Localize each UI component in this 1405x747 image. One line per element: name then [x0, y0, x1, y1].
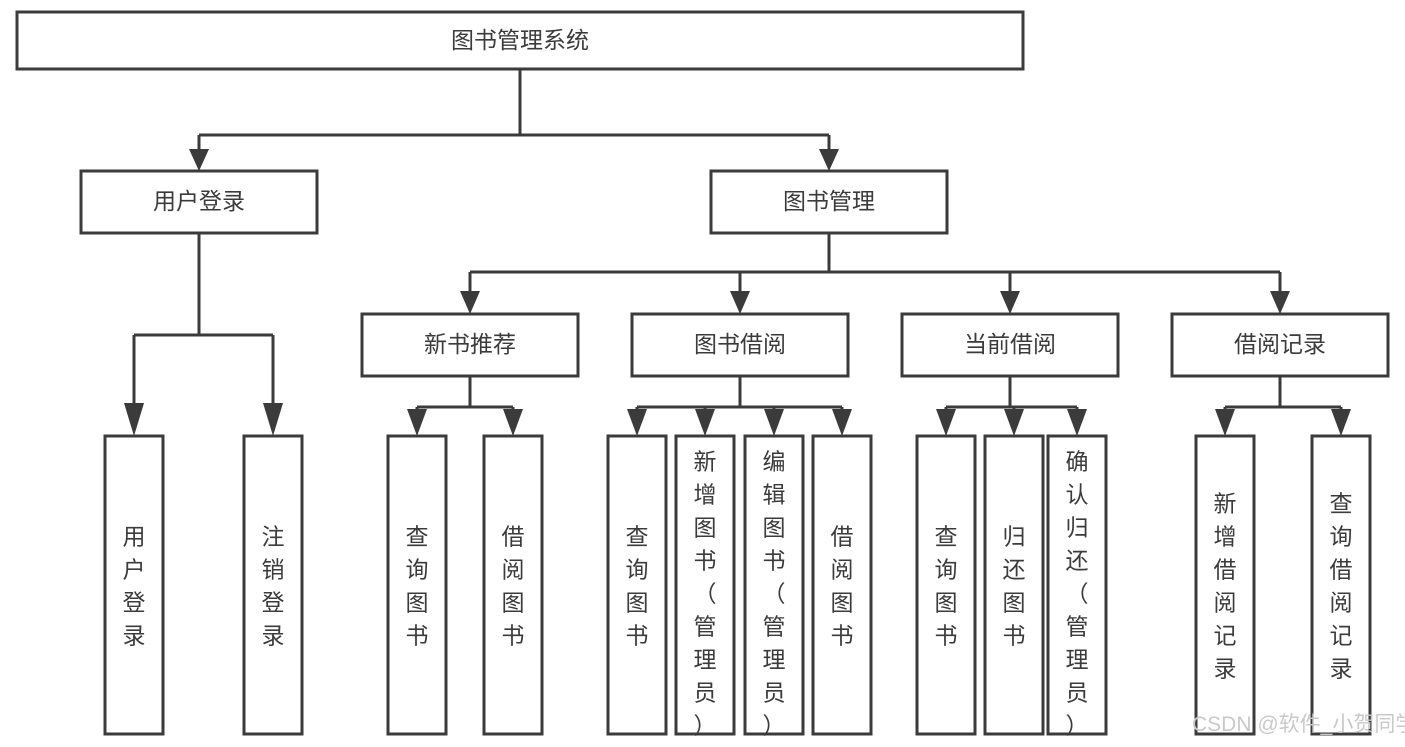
node-leaf-current-return-label: 归还图书 — [1003, 524, 1026, 649]
node-book-manage[interactable]: 图书管理 — [709, 169, 949, 235]
node-book-manage-box — [709, 169, 949, 235]
node-leaf-current-confirm-box — [1046, 434, 1108, 736]
node-user-login[interactable]: 用户登录 — [79, 169, 319, 235]
node-book-manage-label: 图书管理 — [783, 188, 875, 214]
node-leaf-rec-borrow-box — [482, 434, 544, 736]
node-leaf-borrow-edit[interactable]: 编辑图书（管理员） — [743, 434, 805, 739]
node-leaf-user-logout[interactable]: 注销登录 — [242, 434, 304, 736]
connector-layer — [124, 69, 1351, 436]
node-leaf-borrow-edit-label: 编辑图书（管理员） — [763, 449, 786, 739]
node-leaf-record-query[interactable]: 查询借阅记录 — [1310, 434, 1372, 736]
node-leaf-current-query-label: 查询图书 — [935, 524, 958, 649]
node-leaf-current-return[interactable]: 归还图书 — [983, 434, 1045, 736]
node-root-label: 图书管理系统 — [451, 27, 589, 53]
node-new-book-rec-box — [360, 312, 580, 378]
node-borrow-record-label: 借阅记录 — [1234, 331, 1326, 357]
node-leaf-current-return-box — [983, 434, 1045, 736]
arrow-head-leaf-user-login — [124, 403, 144, 436]
node-user-login-box — [79, 169, 319, 235]
arrow-head-leaf-borrow-lend — [832, 409, 852, 436]
node-current-borrow-box — [900, 312, 1120, 378]
arrow-head-leaf-rec-borrow — [503, 409, 523, 436]
node-user-login-label: 用户登录 — [153, 188, 245, 214]
node-leaf-borrow-edit-box — [743, 434, 805, 736]
node-leaf-rec-borrow-label: 借阅图书 — [502, 524, 525, 649]
node-leaf-rec-query[interactable]: 查询图书 — [386, 434, 448, 736]
arrow-head-leaf-borrow-edit — [764, 409, 784, 436]
arrow-head-leaf-record-query — [1331, 409, 1351, 436]
arrow-head-leaf-current-confirm — [1067, 409, 1087, 436]
arrow-head-leaf-user-logout — [263, 403, 283, 436]
node-leaf-user-login-label: 用户登录 — [123, 524, 146, 649]
leaf-nodes-layer: 用户登录 注销登录 查询图书 借阅图书 查询图书 新增图书（管理员） 编辑图书（… — [103, 434, 1372, 739]
arrow-head-book-manage — [819, 149, 839, 171]
node-new-book-rec-label: 新书推荐 — [424, 331, 516, 357]
node-borrow-record-box — [1170, 312, 1390, 378]
node-current-borrow[interactable]: 当前借阅 — [900, 312, 1120, 378]
node-book-borrow-box — [630, 312, 850, 378]
node-leaf-borrow-lend[interactable]: 借阅图书 — [811, 434, 873, 736]
node-leaf-record-query-label: 查询借阅记录 — [1330, 491, 1353, 682]
node-leaf-borrow-query-label: 查询图书 — [626, 524, 649, 649]
node-leaf-borrow-query[interactable]: 查询图书 — [606, 434, 668, 736]
arrow-head-leaf-borrow-add — [695, 409, 715, 436]
arrow-head-leaf-current-return — [1004, 409, 1024, 436]
node-leaf-user-login[interactable]: 用户登录 — [103, 434, 165, 736]
node-leaf-record-add-box — [1194, 434, 1256, 736]
arrow-head-book-borrow — [730, 291, 750, 314]
node-leaf-rec-query-label: 查询图书 — [406, 524, 429, 649]
node-borrow-record[interactable]: 借阅记录 — [1170, 312, 1390, 378]
node-leaf-record-query-box — [1310, 434, 1372, 736]
node-new-book-rec[interactable]: 新书推荐 — [360, 312, 580, 378]
node-leaf-current-confirm-label: 确认归还（管理员） — [1066, 449, 1089, 739]
node-leaf-record-add-label: 新增借阅记录 — [1214, 491, 1237, 682]
node-leaf-rec-borrow[interactable]: 借阅图书 — [482, 434, 544, 736]
node-leaf-user-login-box — [103, 434, 165, 736]
arrow-head-leaf-current-query — [936, 409, 956, 436]
arrow-head-user-login — [189, 149, 209, 171]
arrow-head-borrow-record — [1270, 291, 1290, 314]
node-leaf-rec-query-box — [386, 434, 448, 736]
node-leaf-current-confirm[interactable]: 确认归还（管理员） — [1046, 434, 1108, 739]
node-root[interactable]: 图书管理系统 — [15, 10, 1025, 71]
node-book-borrow[interactable]: 图书借阅 — [630, 312, 850, 378]
node-leaf-current-query[interactable]: 查询图书 — [915, 434, 977, 736]
node-leaf-user-logout-label: 注销登录 — [262, 524, 285, 649]
arrow-head-leaf-record-add — [1215, 409, 1235, 436]
csdn-watermark: CSDN @软件_小贺同学 — [1192, 713, 1405, 736]
node-leaf-borrow-lend-label: 借阅图书 — [831, 524, 854, 649]
arrow-head-leaf-borrow-query — [627, 409, 647, 436]
node-book-borrow-label: 图书借阅 — [694, 331, 786, 357]
node-current-borrow-label: 当前借阅 — [964, 331, 1056, 357]
node-leaf-borrow-add[interactable]: 新增图书（管理员） — [674, 434, 736, 739]
node-leaf-current-query-box — [915, 434, 977, 736]
node-leaf-borrow-add-label: 新增图书（管理员） — [694, 449, 717, 739]
node-leaf-borrow-add-box — [674, 434, 736, 736]
arrow-head-current-borrow — [1000, 291, 1020, 314]
node-leaf-record-add[interactable]: 新增借阅记录 — [1194, 434, 1256, 736]
arrow-head-leaf-rec-query — [407, 409, 427, 436]
node-leaf-borrow-query-box — [606, 434, 668, 736]
arrow-head-new-book-rec — [460, 291, 480, 314]
node-leaf-user-logout-box — [242, 434, 304, 736]
node-leaf-borrow-lend-box — [811, 434, 873, 736]
node-root-box — [15, 10, 1025, 71]
